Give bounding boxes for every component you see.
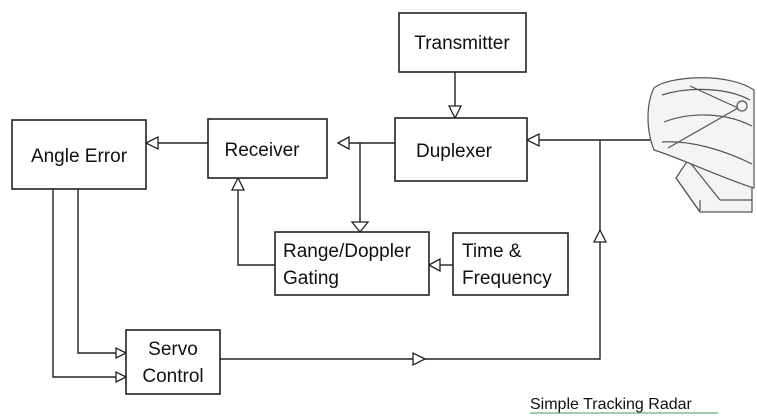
arrowhead-into-receiver bbox=[336, 135, 350, 151]
range-doppler-label-line1: Range/Doppler bbox=[283, 241, 411, 262]
radar-dish-antenna-icon bbox=[647, 77, 755, 213]
arrowhead-into-angle-error bbox=[144, 135, 159, 151]
arrowhead-into-servo-1 bbox=[115, 346, 128, 360]
servo-control-block: Servo Control bbox=[125, 329, 221, 395]
arrowhead-servo-line-right bbox=[412, 351, 427, 367]
servo-control-label-line2: Control bbox=[142, 366, 203, 387]
wire-servo-antenna bbox=[220, 140, 601, 360]
receiver-block: Receiver bbox=[207, 118, 328, 179]
transmitter-block: Transmitter bbox=[398, 12, 527, 73]
wire-angle-error-servo-1 bbox=[77, 189, 116, 354]
wire-gating-receiver bbox=[237, 190, 275, 266]
diagram-caption: Simple Tracking Radar bbox=[530, 396, 693, 413]
time-frequency-label-line1: Time & bbox=[462, 241, 522, 262]
arrowhead-into-gating bbox=[350, 221, 370, 234]
arrowhead-servo-line-up bbox=[592, 228, 608, 243]
arrowhead-into-servo-2 bbox=[115, 370, 128, 384]
range-doppler-gating-block: Range/Doppler Gating bbox=[274, 231, 430, 296]
range-doppler-label-line2: Gating bbox=[283, 268, 339, 289]
duplexer-block: Duplexer bbox=[394, 117, 528, 182]
servo-control-label-line1: Servo bbox=[148, 339, 198, 360]
time-frequency-block: Time & Frequency bbox=[452, 232, 569, 296]
arrowhead-into-receiver-bottom bbox=[230, 176, 246, 191]
arrowhead-into-duplexer-right bbox=[525, 132, 540, 148]
duplexer-label: Duplexer bbox=[416, 141, 493, 162]
angle-error-block: Angle Error bbox=[11, 119, 147, 190]
arrowhead-into-gating-right bbox=[427, 257, 441, 273]
receiver-label: Receiver bbox=[225, 140, 301, 161]
transmitter-label: Transmitter bbox=[414, 33, 510, 54]
angle-error-label: Angle Error bbox=[31, 146, 128, 167]
time-frequency-label-line2: Frequency bbox=[462, 268, 552, 289]
arrowhead-into-duplexer bbox=[447, 105, 463, 120]
wire-angle-error-servo-2 bbox=[52, 189, 116, 378]
